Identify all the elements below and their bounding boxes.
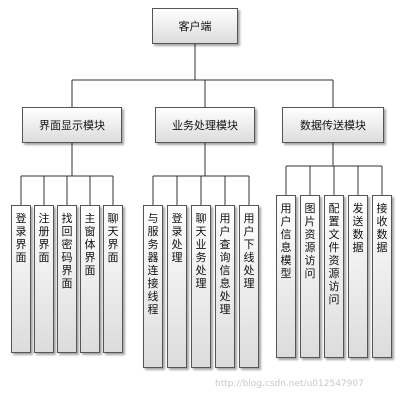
leaf-node: 注册界面 [34, 205, 54, 353]
module-node-label: 业务处理模块 [172, 119, 238, 132]
leaf-node: 聊天业务处理 [191, 205, 211, 368]
leaf-node: 聊天界面 [103, 205, 123, 353]
watermark-text: http://blog.csdn.net/u012547907 [215, 379, 364, 389]
module-node-business: 业务处理模块 [155, 107, 255, 143]
leaf-node: 接收数据 [372, 195, 392, 358]
root-node-label: 客户端 [178, 20, 212, 33]
module-node-ui-display: 界面显示模块 [22, 107, 122, 143]
leaf-node: 主窗体界面 [80, 205, 100, 353]
module-node-label: 界面显示模块 [39, 119, 105, 132]
leaf-node: 用户信息模型 [276, 195, 296, 358]
leaf-node: 登录界面 [11, 205, 31, 353]
leaf-node: 找回密码界面 [57, 205, 77, 353]
root-node-client: 客户端 [152, 8, 238, 44]
leaf-node: 与服务器连接线程 [143, 205, 163, 368]
module-node-label: 数据传送模块 [300, 119, 366, 132]
leaf-node: 发送数据 [348, 195, 368, 358]
leaf-node: 配置文件资源访问 [324, 195, 344, 358]
leaf-node: 登录处理 [167, 205, 187, 368]
module-node-data-transfer: 数据传送模块 [282, 107, 384, 143]
leaf-node: 用户查询信息处理 [215, 205, 235, 368]
leaf-node: 用户下线处理 [239, 205, 259, 368]
leaf-node: 图片资源访问 [300, 195, 320, 358]
